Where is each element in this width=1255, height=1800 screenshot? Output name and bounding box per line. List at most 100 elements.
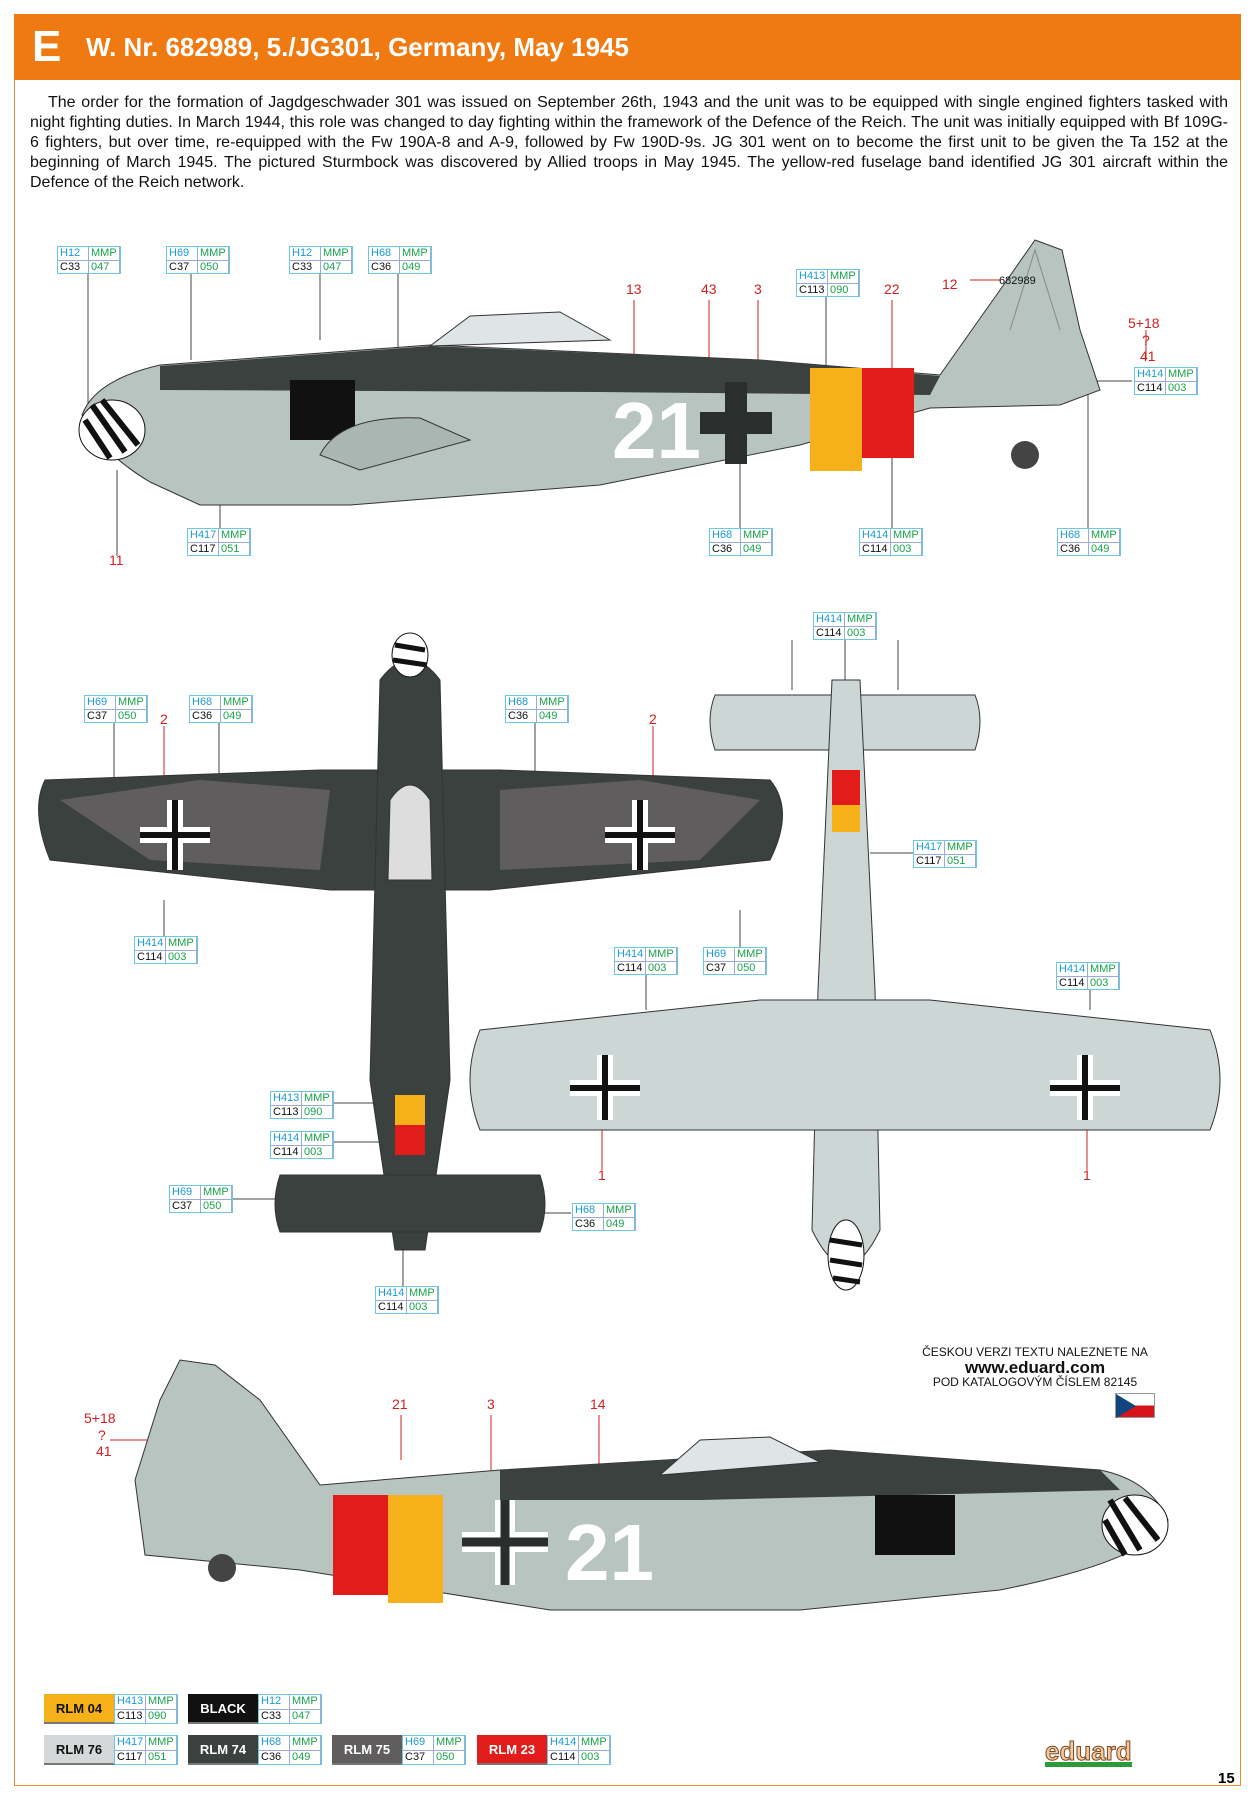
paint-code: MMP: [579, 1736, 610, 1750]
stencil-number: 5+18: [84, 1410, 116, 1426]
top-view: [38, 632, 783, 1251]
aircraft-shape: [208, 1554, 236, 1582]
paint-code: C37: [167, 260, 198, 274]
paint-code: MMP: [828, 270, 859, 283]
paint-code: MMP: [1088, 963, 1119, 976]
paint-code: H68: [573, 1204, 604, 1217]
paint-code: 049: [221, 709, 252, 723]
stencil-number: 12: [942, 276, 958, 292]
aircraft-shape: [392, 642, 428, 668]
profile-letter: E: [32, 22, 62, 71]
paint-code: C33: [259, 1708, 290, 1723]
paint-code: C37: [85, 709, 116, 723]
aircraft-shape: [832, 805, 860, 832]
paint-code: MMP: [741, 529, 772, 542]
color-swatch: RLM 23: [477, 1735, 547, 1765]
paint-code: MMP: [1089, 529, 1120, 542]
stencil-number: 3: [487, 1396, 495, 1412]
paint-code: MMP: [400, 247, 431, 260]
paint-code: C36: [190, 709, 221, 723]
paint-code: MMP: [604, 1204, 635, 1217]
paint-code: 051: [945, 854, 976, 868]
paint-code: C36: [573, 1217, 604, 1231]
stencil-number: 41: [1140, 348, 1156, 364]
paint-code: 003: [646, 961, 677, 975]
bottom-view: [469, 679, 1221, 1291]
aircraft-shape: [811, 679, 881, 1266]
paint-code: 050: [198, 260, 229, 274]
paint-code: MMP: [891, 529, 922, 542]
paint-code: C114: [1057, 976, 1088, 990]
aircraft-shape: [500, 1450, 1120, 1500]
paint-code: 051: [219, 542, 250, 556]
aircraft-shape: [875, 1495, 955, 1555]
paint-code: MMP: [845, 613, 876, 626]
paint-code: 090: [828, 283, 859, 297]
stencil-number: ?: [1142, 332, 1150, 348]
stencil-number: 3: [754, 281, 762, 297]
paint-code: C114: [548, 1749, 579, 1764]
side-view-right: 21: [134, 1359, 1169, 1611]
aircraft-shape: [827, 1219, 865, 1291]
serial-number: 682989: [999, 275, 1036, 287]
paint-code: MMP: [116, 696, 147, 709]
stencil-number: 1: [1083, 1167, 1091, 1183]
paint-code: C114: [814, 626, 845, 640]
paint-code: C36: [506, 709, 537, 723]
paint-code: H414: [814, 613, 845, 626]
paint-code: MMP: [302, 1092, 333, 1105]
paint-code: 003: [1166, 381, 1197, 395]
paint-code: MMP: [146, 1695, 177, 1709]
aircraft-shape: [428, 311, 612, 347]
paint-code: MMP: [89, 247, 120, 260]
paint-code: MMP: [735, 948, 766, 961]
stencil-number: 13: [626, 281, 642, 297]
paint-code: 003: [891, 542, 922, 556]
paint-code: MMP: [198, 247, 229, 260]
paint-code: 047: [89, 260, 120, 274]
paint-code: H413: [271, 1092, 302, 1105]
paint-code: H417: [115, 1736, 146, 1750]
paint-code: 049: [400, 260, 431, 274]
aircraft-shape: [570, 1055, 1120, 1120]
paint-code: C117: [188, 542, 219, 556]
stencil-number: ?: [98, 1427, 106, 1443]
paint-code: H414: [615, 948, 646, 961]
paint-code: MMP: [302, 1132, 333, 1145]
eduard-logo: eduard: [1045, 1736, 1132, 1767]
paint-code: MMP: [201, 1186, 232, 1199]
paint-code: 049: [604, 1217, 635, 1231]
aircraft-shape: [290, 380, 355, 440]
aircraft-shape: [810, 368, 862, 471]
paint-code: 047: [290, 1708, 321, 1723]
aircraft-shape: [832, 770, 860, 805]
paint-code: H68: [369, 247, 400, 260]
color-swatch: RLM 74: [188, 1735, 258, 1765]
paint-code: H414: [1135, 368, 1166, 381]
aircraft-shape: [829, 1237, 863, 1285]
paint-code: 050: [201, 1199, 232, 1213]
paint-code: C114: [615, 961, 646, 975]
eduard-url[interactable]: www.eduard.com: [964, 1358, 1106, 1377]
aircraft-shape: [469, 999, 1221, 1131]
paint-code: MMP: [290, 1695, 321, 1709]
paint-code: H414: [135, 937, 166, 950]
paint-code: H12: [290, 247, 321, 260]
profile-title: W. Nr. 682989, 5./JG301, Germany, May 19…: [86, 31, 629, 62]
aircraft-shape: [140, 800, 675, 870]
aircraft-shape: [395, 1095, 425, 1125]
